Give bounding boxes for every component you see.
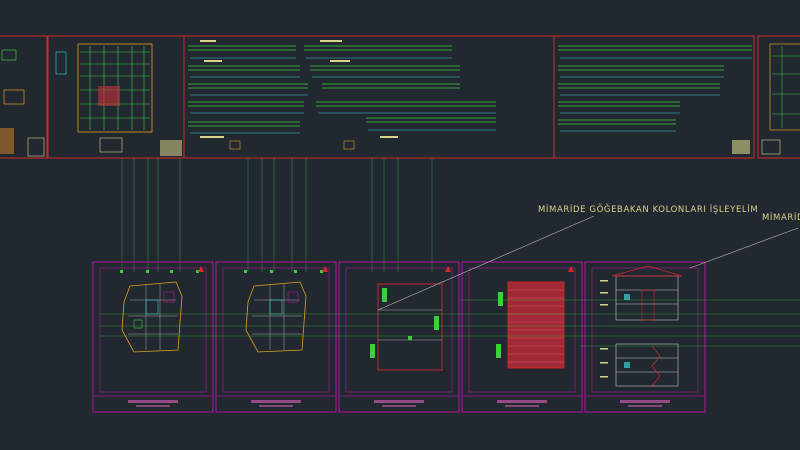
floor-plan-sheets[interactable] xyxy=(92,261,706,413)
column-plan-sheet-right-edge xyxy=(757,35,800,159)
horizontal-reference-lines xyxy=(100,299,800,347)
section-b xyxy=(615,343,679,387)
section-elevation-sheet[interactable] xyxy=(584,261,706,413)
plan-sheet-3[interactable] xyxy=(338,261,460,413)
top-sheet-strip[interactable] xyxy=(0,35,800,159)
column-plan-sheet[interactable] xyxy=(47,35,185,159)
annotation-text-truncated[interactable]: MİMARİD xyxy=(762,213,800,223)
plan-sheet-4-roof[interactable] xyxy=(461,261,583,413)
plan-sheet-1[interactable] xyxy=(92,261,214,413)
annotation-leaders xyxy=(377,215,799,311)
beam-detail-sheet-right[interactable] xyxy=(553,35,755,159)
grid-extension-lines xyxy=(121,158,433,272)
plan-sheet-2[interactable] xyxy=(215,261,337,413)
beam-detail-sheet[interactable] xyxy=(183,35,555,159)
section-a xyxy=(611,265,683,321)
detail-sheet-left-edge xyxy=(0,35,48,159)
annotation-text-columns[interactable]: MİMARİDE GÖĞEBAKAN KOLONLARI İŞLEYELİM xyxy=(538,205,759,215)
